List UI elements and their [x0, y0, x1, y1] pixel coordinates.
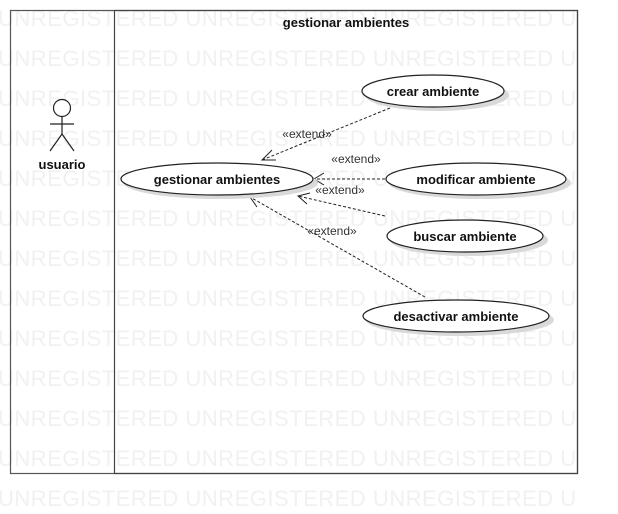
use-case-label: buscar ambiente: [413, 229, 516, 244]
watermark-line: UNREGISTERED UNREGISTERED UNREGISTERED U: [0, 366, 577, 391]
use-case-label: modificar ambiente: [416, 172, 535, 187]
extend-label: «extend»: [331, 152, 381, 166]
system-title: gestionar ambientes: [283, 15, 409, 30]
use-case-ellipse: [362, 299, 550, 333]
use-case-gestionar-ambientes[interactable]: gestionar ambientes: [120, 162, 318, 199]
use-case-ellipse: [385, 162, 567, 196]
use-case-label: crear ambiente: [387, 84, 480, 99]
system-boundary: [113, 9, 579, 475]
actor-usuario[interactable]: usuario: [39, 98, 86, 173]
watermark-line: UNREGISTERED UNREGISTERED UNREGISTERED U: [0, 46, 577, 71]
use-case-buscar-ambiente[interactable]: buscar ambiente: [386, 219, 548, 256]
extend-relation-crear[interactable]: «extend»: [260, 107, 391, 161]
actor-head: [52, 98, 72, 118]
extend-relation-buscar[interactable]: «extend»: [296, 183, 386, 217]
actor-right-leg: [61, 133, 75, 152]
extend-label: «extend»: [307, 224, 357, 238]
extend-line: [249, 196, 426, 298]
extend-label: «extend»: [315, 183, 365, 197]
use-case-desactivar-ambiente[interactable]: desactivar ambiente: [362, 299, 554, 336]
actor-left-leg: [49, 133, 63, 152]
use-case-modificar-ambiente[interactable]: modificar ambiente: [385, 162, 571, 199]
watermark-line: UNREGISTERED UNREGISTERED UNREGISTERED U: [0, 486, 577, 511]
use-case-ellipse: [386, 219, 544, 253]
use-case-label: desactivar ambiente: [393, 309, 518, 324]
watermark-line: UNREGISTERED UNREGISTERED UNREGISTERED U: [0, 406, 577, 431]
actor-label: usuario: [39, 157, 86, 172]
extend-line: [261, 107, 391, 161]
use-case-ellipse: [120, 162, 314, 196]
extend-arrowhead: [296, 192, 311, 205]
use-case-label: gestionar ambientes: [154, 172, 280, 187]
use-case-ellipse: [361, 74, 505, 108]
extend-label: «extend»: [282, 127, 332, 141]
watermark-line: UNREGISTERED UNREGISTERED UNREGISTERED U: [0, 446, 577, 471]
watermark-line: UNREGISTERED UNREGISTERED UNREGISTERED U: [0, 126, 577, 151]
use-case-crear-ambiente[interactable]: crear ambiente: [361, 74, 509, 111]
extend-arrowhead: [260, 149, 276, 161]
